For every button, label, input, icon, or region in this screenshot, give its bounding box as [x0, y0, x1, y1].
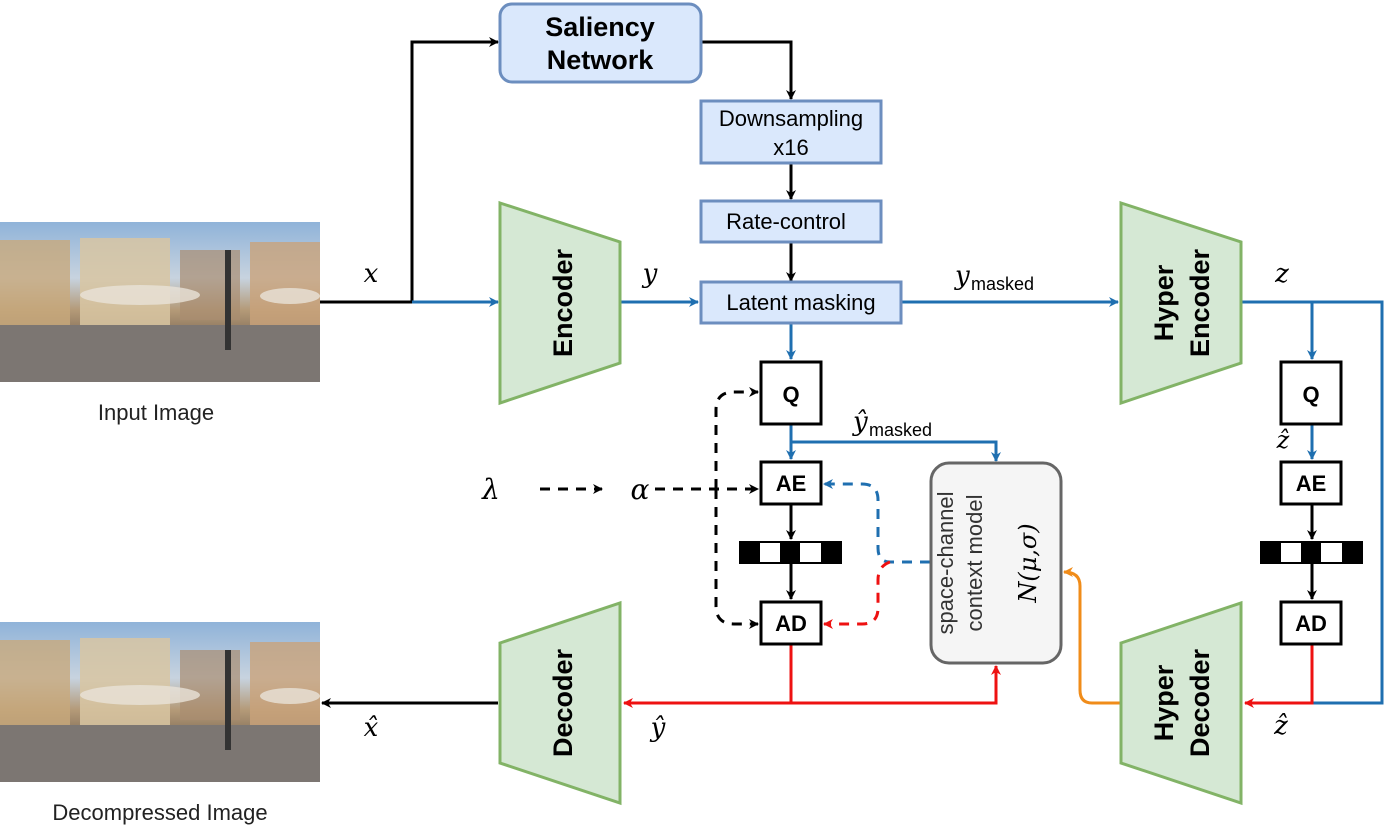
symbol-lambda: λ	[481, 473, 500, 506]
arrow-ad-to-context	[791, 665, 1001, 705]
hyper-arithmetic-encoder-box: AE	[1279, 460, 1343, 506]
symbol-y: y	[642, 259, 658, 289]
arrow-hyperdecoder-to-context	[1063, 567, 1120, 705]
downsampling-label-1: Downsampling	[719, 106, 863, 131]
arrow-had-to-hyperdecoder	[1244, 645, 1314, 708]
arrow-x-to-saliency	[410, 37, 499, 302]
symbol-y-hat-masked: ŷ masked	[852, 407, 932, 440]
downsampling-box: Downsampling x16	[699, 99, 883, 165]
quantizer-box: Q	[759, 360, 823, 426]
input-image-caption: Input Image	[98, 400, 214, 425]
hyper-arithmetic-decoder-label: AD	[1295, 611, 1327, 636]
context-model-distribution: N(μ,σ)	[1014, 523, 1042, 603]
arrow-hyperencoder-to-q	[1242, 300, 1317, 360]
context-model-label-1: space-channel	[933, 491, 958, 634]
arithmetic-decoder-label: AD	[775, 611, 807, 636]
hyper-encoder-block: Hyper Encoder	[1119, 200, 1243, 406]
arrow-alpha-to-q	[714, 387, 759, 489]
arithmetic-encoder-label: AE	[776, 471, 807, 496]
encoder-label: Encoder	[548, 248, 578, 357]
arithmetic-decoder-box: AD	[759, 600, 823, 646]
downsampling-label-2: x16	[773, 135, 808, 160]
arrow-context-to-ad	[823, 560, 891, 629]
symbol-x: x	[364, 259, 379, 289]
hyper-arithmetic-encoder-label: AE	[1296, 471, 1327, 496]
quantizer-label: Q	[782, 382, 799, 407]
hyper-bitstream	[1260, 541, 1363, 564]
hyper-decoder-block: Hyper Decoder	[1119, 600, 1243, 806]
bitstream	[739, 541, 842, 564]
hyper-decoder-label-2: Decoder	[1185, 648, 1215, 757]
symbol-y-masked: y masked	[954, 261, 1034, 294]
symbol-y-masked-base: y	[954, 261, 970, 291]
input-image	[0, 222, 320, 382]
symbol-y-hat: ŷ	[650, 713, 666, 743]
arrow-ad-to-decoder	[623, 645, 793, 708]
decoder-block: Decoder	[498, 600, 622, 806]
arrow-alpha-to-ad	[714, 489, 759, 629]
decoder-label: Decoder	[548, 648, 578, 757]
symbol-x-hat: x̂	[364, 713, 379, 743]
hyper-decoder-label-1: Hyper	[1149, 664, 1179, 741]
decompressed-image	[0, 622, 320, 782]
saliency-label-1: Saliency	[545, 12, 655, 42]
encoder-block: Encoder	[498, 200, 622, 406]
rate-control-box: Rate-control	[699, 199, 883, 244]
symbol-z-hat-top: ẑ	[1276, 426, 1290, 454]
symbol-z-hat-bottom: ẑ	[1273, 711, 1288, 741]
symbol-y-masked-sub: masked	[971, 274, 1034, 294]
symbol-y-hat-masked-sub: masked	[869, 420, 932, 440]
hyper-quantizer-box: Q	[1279, 360, 1343, 426]
arrow-yhat-to-context	[791, 440, 1001, 462]
latent-masking-label: Latent masking	[726, 290, 875, 315]
latent-masking-box: Latent masking	[699, 280, 903, 325]
symbol-y-hat-masked-base: ŷ	[852, 407, 868, 437]
context-model-label-2: context model	[962, 495, 987, 632]
symbol-z: z	[1274, 259, 1289, 289]
arithmetic-encoder-box: AE	[759, 460, 823, 506]
hyper-encoder-label-1: Hyper	[1149, 264, 1179, 341]
hyper-arithmetic-decoder-box: AD	[1279, 600, 1343, 646]
arrow-z-bypass	[1312, 300, 1384, 705]
saliency-label-2: Network	[547, 45, 655, 75]
context-model-box: space-channel context model N(μ,σ)	[929, 461, 1063, 665]
saliency-network-box: Saliency Network	[498, 2, 703, 84]
hyper-encoder-label-2: Encoder	[1185, 248, 1215, 357]
hyper-quantizer-label: Q	[1302, 382, 1319, 407]
arrow-saliency-to-downsampling	[702, 40, 796, 100]
symbol-alpha: α	[631, 473, 650, 506]
arrow-context-to-ae	[823, 479, 930, 564]
rate-control-label: Rate-control	[726, 209, 846, 234]
decompressed-image-caption: Decompressed Image	[52, 800, 267, 825]
